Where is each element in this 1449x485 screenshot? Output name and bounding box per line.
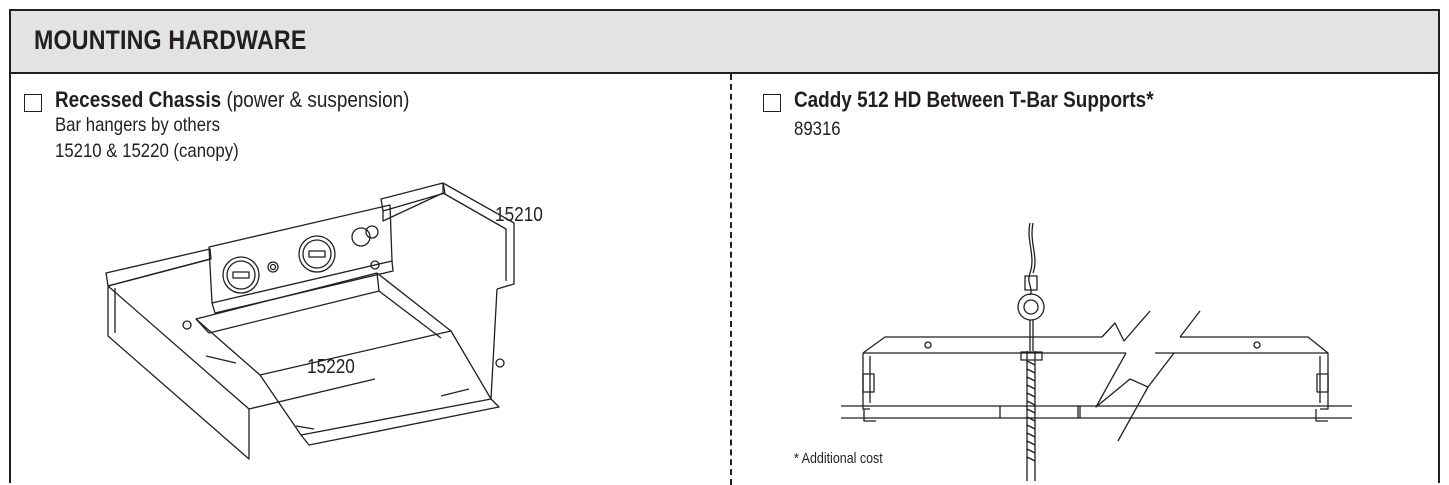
caddy-support-drawing: [841, 222, 1352, 481]
section-header: MOUNTING HARDWARE: [11, 11, 1438, 74]
additional-cost-footnote: * Additional cost: [794, 451, 883, 467]
recessed-chassis-title-sub: (power & suspension): [221, 87, 410, 112]
recessed-part-numbers: 15210 & 15220 (canopy): [55, 140, 239, 162]
recessed-chassis-drawing: [105, 182, 515, 460]
recessed-chassis-checkbox[interactable]: [24, 94, 42, 112]
column-divider: [730, 74, 732, 485]
recessed-chassis-title-bold: Recessed Chassis: [55, 87, 222, 112]
recessed-chassis-title: Recessed Chassis (power & suspension): [55, 87, 409, 113]
section-title: MOUNTING HARDWARE: [34, 25, 307, 55]
caddy-support-title: Caddy 512 HD Between T-Bar Supports*: [794, 87, 1154, 112]
section-frame: MOUNTING HARDWARE Recessed Chassis (powe…: [9, 9, 1440, 485]
bar-hangers-note: Bar hangers by others: [55, 114, 220, 136]
chassis-callout: 15210: [495, 204, 543, 226]
canopy-callout: 15220: [307, 356, 355, 378]
caddy-support-checkbox[interactable]: [763, 94, 781, 112]
caddy-part-number: 89316: [794, 118, 841, 140]
